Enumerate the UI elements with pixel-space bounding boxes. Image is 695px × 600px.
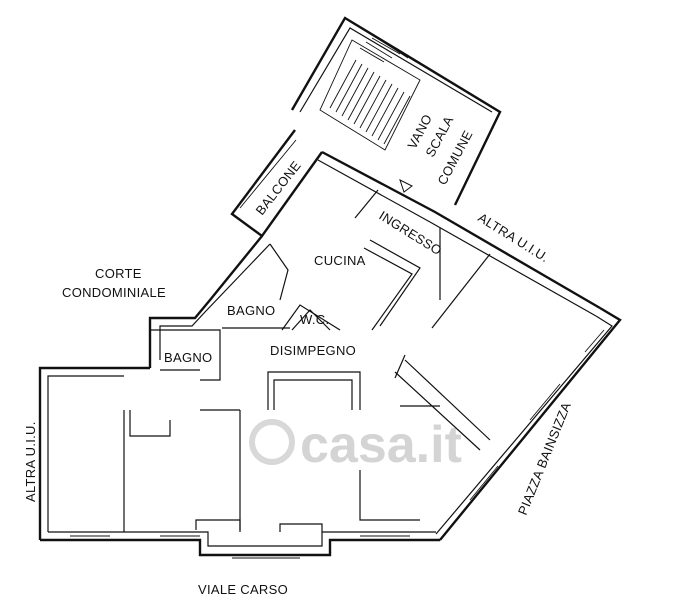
label-condominiale: CONDOMINIALE (62, 285, 166, 300)
label-disimpegno: DISIMPEGNO (270, 343, 356, 358)
apartment-walls (38, 150, 622, 559)
label-corte: CORTE (95, 266, 142, 281)
interior-walls (123, 189, 491, 532)
watermark-text: casa.it (300, 416, 462, 474)
label-altra-uiu-left: ALTRA U.I.U. (23, 421, 38, 502)
label-ingresso: INGRESSO (376, 208, 444, 258)
stair-arrow-icon (399, 179, 413, 193)
watermark-logo-icon (249, 419, 295, 465)
watermark: casa.it (249, 416, 462, 474)
stair-core (290, 16, 502, 206)
label-wc: W.C. (300, 312, 329, 327)
label-viale: VIALE CARSO (198, 582, 288, 597)
label-bagno-upper: BAGNO (227, 303, 275, 318)
stair-steps (329, 37, 425, 145)
label-bagno-lower: BAGNO (164, 350, 212, 365)
label-cucina: CUCINA (314, 253, 366, 268)
label-piazza: PIAZZA BAINSIZZA (515, 400, 574, 517)
balcone-area (230, 129, 323, 238)
